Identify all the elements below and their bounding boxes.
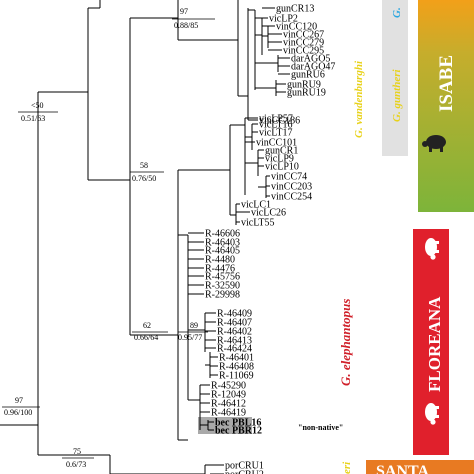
leaf-label: vinCC203 bbox=[271, 182, 312, 193]
support-97-top-pp: 0.88/85 bbox=[174, 21, 198, 30]
leaf-label: R-4476 bbox=[205, 264, 235, 275]
g-suffix-label: eri bbox=[341, 461, 353, 474]
leaf-label: gunRU9 bbox=[287, 80, 321, 91]
leaf-label: gunCR13 bbox=[276, 4, 314, 15]
leaf-label: R-46405 bbox=[205, 246, 240, 257]
leaf-label: gunRU6 bbox=[291, 70, 325, 81]
leaf-label: gunCR1 bbox=[265, 146, 298, 157]
support-lt50: <50 bbox=[31, 101, 44, 110]
leaf-label: darAGO5 bbox=[291, 54, 330, 65]
leaf-label: vicLP57 bbox=[259, 114, 293, 125]
leaf-label: vicLP10 bbox=[265, 162, 299, 173]
leaf-label: vinCC186 bbox=[259, 116, 300, 127]
leaf-label: R-46413 bbox=[217, 336, 252, 347]
leaf-label: vinCC74 bbox=[271, 172, 307, 183]
g-guntheri-label: G. guntheri bbox=[391, 68, 403, 122]
tortoise-icon-floreana-top bbox=[425, 238, 439, 260]
leaf-label: vinCC254 bbox=[271, 192, 312, 203]
leaf-labels: gunCR13vicLP2vinCC120vinCC267vinCC279vin… bbox=[188, 4, 335, 474]
leaf-label: R-45290 bbox=[211, 381, 246, 392]
g-short-label: G. bbox=[391, 7, 403, 18]
leaf-label: vicLT16 bbox=[259, 120, 293, 131]
support-75-pp: 0.6/73 bbox=[66, 460, 86, 469]
support-58-pp: 0.76/50 bbox=[132, 174, 156, 183]
support-62-pp: 0.66/64 bbox=[134, 333, 158, 342]
leaf-label: vicLT55 bbox=[241, 218, 275, 229]
leaf-label: vicLT17 bbox=[259, 128, 293, 139]
leaf-label: gunRU19 bbox=[287, 88, 326, 99]
leaf-label: R-4480 bbox=[205, 255, 235, 266]
support-values: 97 0.88/85 <50 0.51/63 58 0.76/50 62 0.6… bbox=[2, 7, 215, 469]
support-75: 75 bbox=[73, 447, 81, 456]
isabela-label: ISABE bbox=[436, 55, 457, 112]
non-native-label: "non-native" bbox=[298, 423, 343, 432]
leaf-label: vinCC267 bbox=[283, 30, 324, 41]
leaf-label: R-46401 bbox=[219, 353, 254, 364]
support-lt50-pp: 0.51/63 bbox=[21, 114, 45, 123]
leaf-label: vinCC279 bbox=[283, 38, 324, 49]
tree-branches bbox=[0, 0, 279, 474]
support-89-pp: 0.95/77 bbox=[178, 333, 202, 342]
santa-panel bbox=[366, 460, 474, 474]
leaf-label: vinCC101 bbox=[256, 138, 297, 149]
leaf-label: porCRU1 bbox=[225, 461, 264, 472]
leaf-label: R-46412 bbox=[211, 399, 246, 410]
tortoise-icon-floreana-bottom bbox=[425, 403, 439, 425]
leaf-label: bec PBL16 bbox=[215, 418, 261, 429]
leaf-label: R-46403 bbox=[205, 238, 240, 249]
support-97-root: 97 bbox=[15, 396, 23, 405]
guntheri-bar bbox=[382, 0, 408, 156]
floreana-label: FLOREANA bbox=[425, 296, 444, 392]
leaf-label: R-46606 bbox=[205, 229, 240, 240]
tortoise-icon-isabela bbox=[422, 135, 446, 152]
leaf-label: vinCC295 bbox=[283, 46, 324, 57]
leaf-label: R-46419 bbox=[211, 408, 246, 419]
support-58: 58 bbox=[140, 161, 148, 170]
santa-label: SANTA bbox=[376, 463, 429, 474]
leaf-label: R-29998 bbox=[205, 290, 240, 301]
leaf-label: R-46424 bbox=[217, 344, 252, 355]
leaf-label: vicLC26 bbox=[251, 208, 286, 219]
leaf-label: R-12049 bbox=[211, 390, 246, 401]
leaf-label: R-46408 bbox=[219, 362, 254, 373]
isabela-panel bbox=[418, 0, 474, 212]
g-vandenburghi-label: G. vandenburghi bbox=[353, 60, 365, 138]
leaf-label: vicLP2 bbox=[269, 14, 298, 25]
leaf-label: porCRU2 bbox=[225, 470, 264, 474]
leaf-label: vicLP9 bbox=[265, 154, 294, 165]
leaf-label: darAGO47 bbox=[291, 62, 335, 73]
leaf-label: R-46402 bbox=[217, 327, 252, 338]
support-89: 89 bbox=[190, 321, 198, 330]
leaf-label: bec PBR12 bbox=[215, 426, 262, 437]
leaf-label: vicLC1 bbox=[241, 200, 271, 211]
support-97-top: 97 bbox=[180, 7, 188, 16]
leaf-label: R-46409 bbox=[217, 309, 252, 320]
support-97-root-pp: 0.96/100 bbox=[4, 408, 32, 417]
leaf-label: R-11069 bbox=[219, 371, 254, 382]
support-62: 62 bbox=[143, 321, 151, 330]
leaf-label: vinCC120 bbox=[276, 22, 317, 33]
leaf-label: R-32590 bbox=[205, 281, 240, 292]
leaf-label: R-45756 bbox=[205, 272, 240, 283]
leaf-label: R-46407 bbox=[217, 318, 252, 329]
g-elephantopus-label: G. elephantopus bbox=[338, 299, 353, 386]
